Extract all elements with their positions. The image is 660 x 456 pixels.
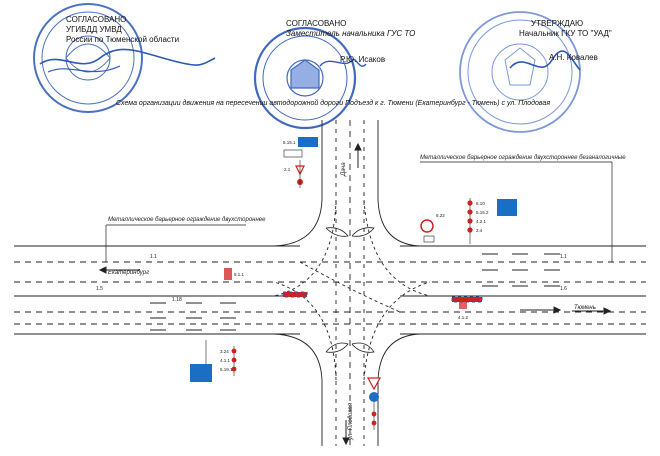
approval-center: СОГЛАСОВАНО Заместитель начальника ГУС Т… — [286, 19, 415, 65]
hazard-bars — [282, 291, 483, 303]
approval-center-head: СОГЛАСОВАНО — [286, 19, 347, 28]
approval-left: СОГЛАСОВАНО УГИБДД УМВД России по Тюменс… — [66, 15, 179, 45]
label-mark-118: 1.18 — [172, 297, 182, 303]
approval-center-name: Р.Ю. Исаков — [340, 55, 386, 64]
barrier-leaders — [105, 161, 613, 262]
signature-left — [39, 48, 216, 66]
approval-right-head: УТВЕРЖДАЮ — [531, 19, 584, 28]
sign-lane-direction-icon — [298, 137, 318, 147]
label-barrier-left: Металлическое барьерное ограждение двухс… — [108, 217, 266, 223]
label-barrier-right: Металлическое барьерное ограждение двухс… — [420, 155, 626, 161]
sign-code-s5: 5.15.2 — [476, 210, 489, 215]
sign-code-s12: 5.19.1 — [220, 367, 233, 372]
seal-center — [253, 26, 357, 130]
seal-left — [33, 3, 143, 113]
sign-code-s9: 8.1.1 — [234, 272, 245, 277]
lane-sign-east-icon — [497, 199, 517, 216]
lane-sign-south-icon — [190, 364, 212, 382]
sign-code-s3: 8.22 — [436, 213, 445, 218]
traffic-islands — [325, 227, 375, 353]
sign-code-s7: 2.4 — [476, 228, 483, 233]
turn-sign-south-icon — [369, 392, 379, 402]
label-dir-north: Дача — [341, 162, 347, 177]
label-lane-mark-1: 1.1 — [150, 254, 157, 260]
sign-code-s2: 2.1 — [284, 167, 291, 172]
seal-right — [459, 11, 581, 133]
sign-cluster-east: 8.22 6.10 5.15.2 4.2.1 2.4 4.1.2 — [420, 198, 517, 320]
yield-sign-south-icon — [366, 377, 382, 391]
sign-code-s1: 5.15.1 — [283, 140, 296, 145]
sign-cluster-south: 3.24 4.1.1 5.19.1 — [190, 340, 382, 430]
sign-code-s11: 4.1.1 — [220, 358, 231, 363]
approval-left-org1: УГИБДД УМВД — [66, 25, 122, 34]
sign-cluster-west: 8.1.1 — [224, 268, 245, 280]
sign-code-s4: 6.10 — [476, 201, 485, 206]
sign-code-s8: 4.1.2 — [458, 315, 469, 320]
sign-code-s10: 3.24 — [220, 349, 229, 354]
label-dir-east: Тюмень — [574, 305, 596, 311]
label-dir-west: Екатеринбург — [108, 270, 149, 276]
approval-left-head: СОГЛАСОВАНО — [66, 15, 127, 24]
sign-cluster-north: 5.15.1 2.1 — [283, 137, 318, 188]
label-mark-16: 1.6 — [560, 286, 567, 292]
signature-center — [319, 58, 367, 67]
signature-left-2 — [47, 65, 121, 73]
lane-arrow-groups — [150, 253, 560, 331]
sign-code-s6: 4.2.1 — [476, 219, 487, 224]
approval-right: УТВЕРЖДАЮ Начальник ГКУ ТО "УАД" А.Н. Ко… — [519, 19, 612, 63]
approval-right-position: Начальник ГКУ ТО "УАД" — [519, 29, 612, 38]
label-lane-mark-2: 1.1 — [560, 254, 567, 260]
signature-right — [509, 50, 581, 71]
approval-right-name: А.Н. Ковалев — [549, 53, 598, 62]
scheme-title: Схема организации движения на пересечени… — [116, 100, 551, 107]
lane-arrows — [98, 142, 612, 446]
cross-road — [273, 120, 431, 446]
barrier-end-sign-icon — [224, 268, 232, 280]
label-mark-15: 1.5 — [96, 286, 103, 292]
speed-limit-sign-icon — [420, 219, 434, 233]
approval-left-org2: России по Тюменской области — [66, 35, 180, 44]
main-road — [14, 245, 646, 335]
approval-center-position: Заместитель начальника ГУС ТО — [286, 29, 416, 38]
label-dir-south: ул. Плодовая — [348, 402, 354, 441]
